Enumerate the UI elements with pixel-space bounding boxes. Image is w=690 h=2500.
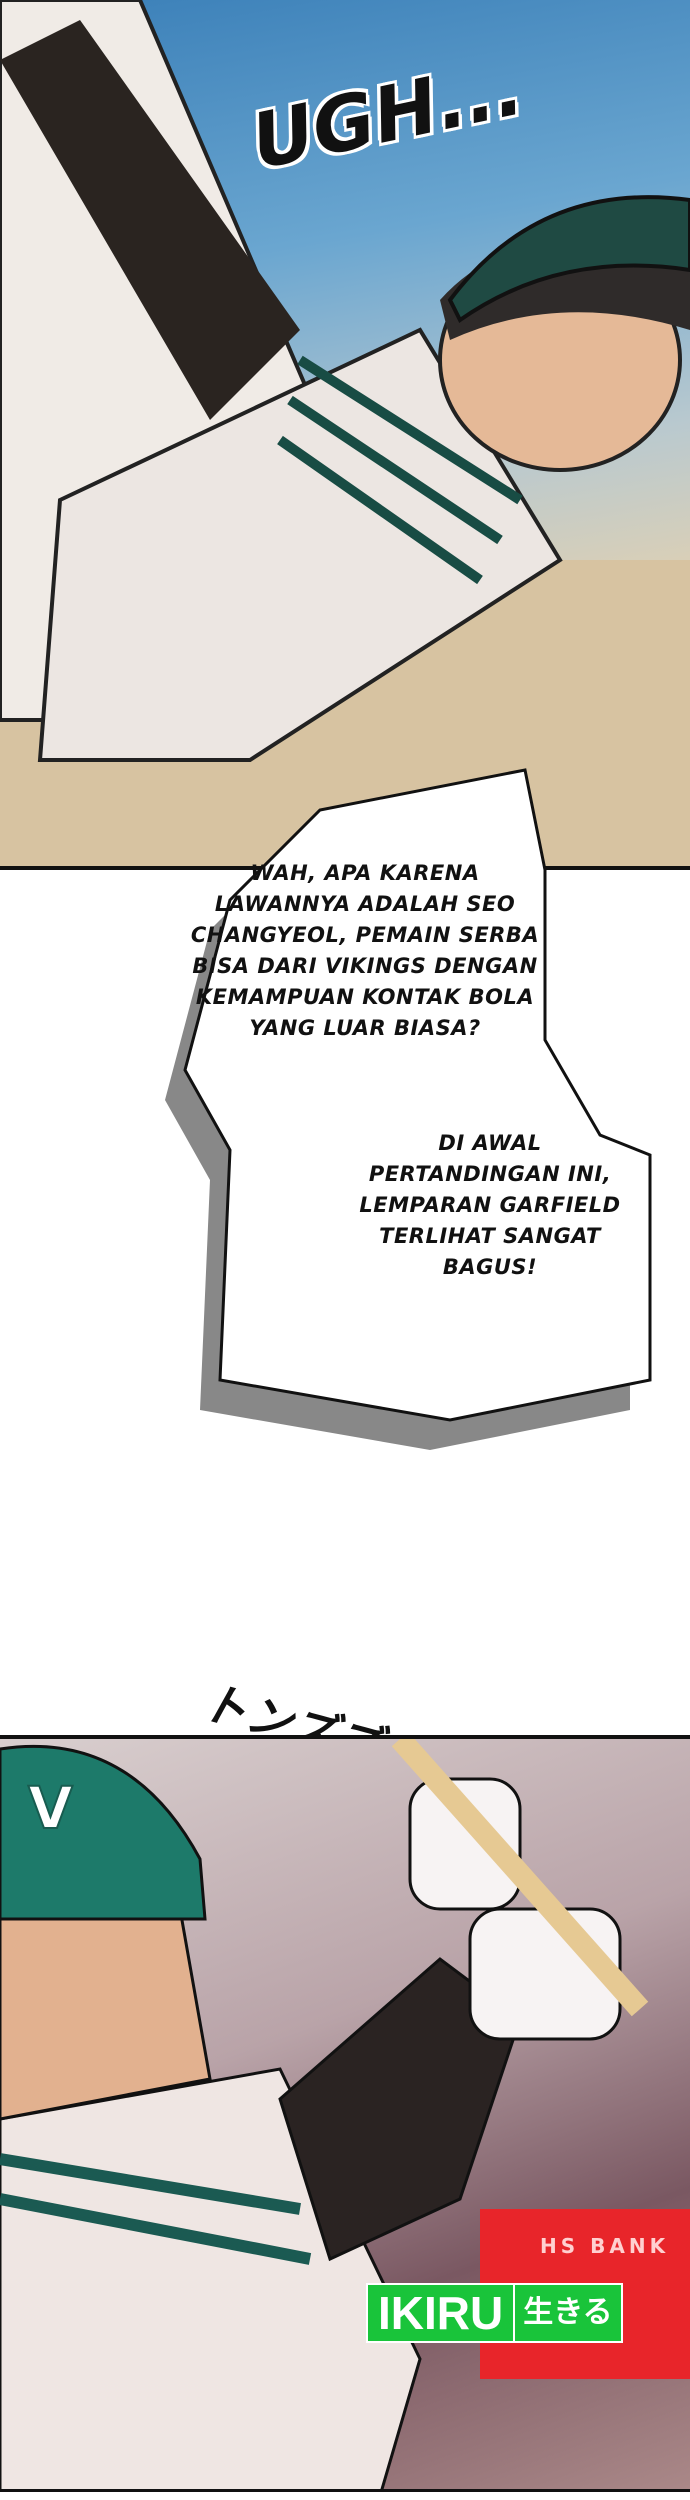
watermark-japanese: 生きる bbox=[513, 2285, 621, 2341]
panel-batter-swing: UGH... bbox=[0, 0, 690, 870]
watermark-logo: IKIRU 生きる bbox=[366, 2283, 623, 2343]
batter-illustration bbox=[0, 0, 690, 866]
text-line: DI AWAL bbox=[438, 1131, 542, 1155]
text-line: LAWANNYA ADALAH SEO bbox=[214, 892, 516, 916]
stadium-banner: HS BANK bbox=[540, 2234, 670, 2258]
text-line: WAH, APA KARENA bbox=[250, 861, 480, 885]
text-line: YANG LUAR BIASA? bbox=[249, 1016, 481, 1040]
text-line: KEMAMPUAN KONTAK BOLA bbox=[195, 985, 535, 1009]
panel-batter-grip: V HS BANK bbox=[0, 1735, 690, 2492]
speech-bubble-text-2: DI AWAL PERTANDINGAN INI, LEMPARAN GARFI… bbox=[340, 1128, 640, 1283]
text-line: PERTANDINGAN INI, bbox=[368, 1162, 612, 1186]
text-line: LEMPARAN GARFIELD bbox=[359, 1193, 621, 1217]
watermark-name: IKIRU bbox=[368, 2285, 514, 2341]
batter-grip-illustration bbox=[0, 1739, 690, 2489]
text-line: CHANGYEOL, PEMAIN SERBA bbox=[190, 923, 540, 947]
text-line: TERLIHAT SANGAT bbox=[379, 1224, 601, 1248]
text-line: BISA DARI VIKINGS DENGAN bbox=[192, 954, 538, 978]
helmet-logo: V bbox=[27, 1773, 74, 1843]
text-line: BAGUS! bbox=[442, 1255, 538, 1279]
speech-bubble-text-1: WAH, APA KARENA LAWANNYA ADALAH SEO CHAN… bbox=[190, 858, 540, 1044]
